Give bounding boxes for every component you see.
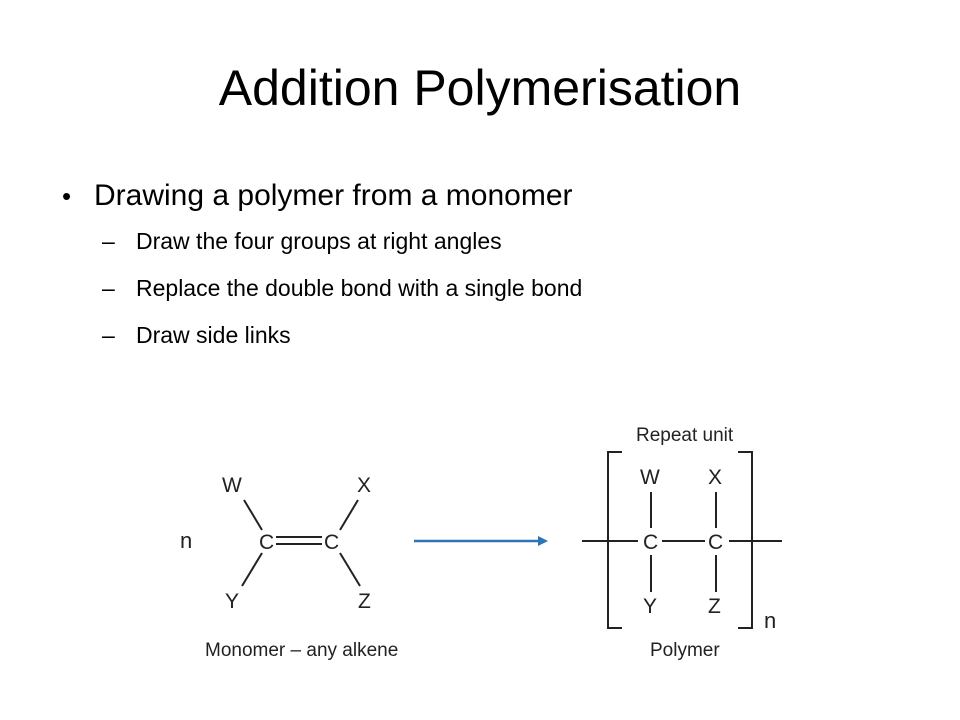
polymer-atom-x: X bbox=[708, 466, 722, 489]
bullet-main: • Drawing a polymer from a monomer bbox=[62, 176, 922, 216]
left-bracket bbox=[607, 451, 622, 629]
bullet-list: • Drawing a polymer from a monomer – Dra… bbox=[62, 176, 922, 367]
monomer-atom-x: X bbox=[357, 474, 371, 497]
sub-bullet-text: Draw the four groups at right angles bbox=[136, 228, 502, 254]
dash-icon: – bbox=[102, 275, 115, 301]
right-bracket bbox=[738, 451, 753, 629]
bond-z-c bbox=[339, 552, 361, 587]
sub-bullet: – Draw side links bbox=[62, 320, 922, 350]
polymer-atom-y: Y bbox=[643, 595, 657, 618]
monomer-caption: Monomer – any alkene bbox=[205, 640, 398, 661]
polymer-atom-c1: C bbox=[643, 531, 658, 554]
polymer-caption: Polymer bbox=[650, 640, 720, 661]
repeat-unit-label: Repeat unit bbox=[636, 425, 734, 446]
dash-icon: – bbox=[102, 228, 115, 254]
sub-bullet-list: – Draw the four groups at right angles –… bbox=[62, 226, 922, 350]
monomer-atom-y: Y bbox=[225, 590, 239, 613]
monomer-atom-c1: C bbox=[259, 531, 274, 554]
monomer-structure bbox=[241, 499, 361, 587]
dash-icon: – bbox=[102, 322, 115, 348]
monomer-atom-c2: C bbox=[324, 531, 339, 554]
monomer-atom-w: W bbox=[222, 474, 242, 497]
polymer-atom-w: W bbox=[640, 466, 660, 489]
monomer-atom-z: Z bbox=[358, 590, 371, 613]
sub-bullet: – Draw the four groups at right angles bbox=[62, 226, 922, 256]
slide-title: Addition Polymerisation bbox=[218, 60, 742, 116]
polymer-atom-z: Z bbox=[708, 595, 721, 618]
bullet-dot-icon: • bbox=[62, 181, 72, 211]
bullet-main-text: Drawing a polymer from a monomer bbox=[94, 179, 573, 212]
sub-bullet-text: Replace the double bond with a single bo… bbox=[136, 275, 583, 301]
monomer-labels: n W X C C Y Z Monomer – any alkene bbox=[180, 474, 398, 661]
polymer-subscript: n bbox=[764, 608, 776, 633]
bond-x-c bbox=[339, 499, 359, 531]
polymer-atom-c2: C bbox=[708, 531, 723, 554]
bond-y-c bbox=[241, 552, 263, 587]
polymer-labels: Repeat unit W X C C Y Z n Polymer bbox=[636, 425, 776, 661]
sub-bullet: – Replace the double bond with a single … bbox=[62, 273, 922, 303]
bond-w-c bbox=[243, 499, 263, 531]
polymer-structure bbox=[582, 451, 782, 629]
monomer-multiplier: n bbox=[180, 528, 192, 553]
sub-bullet-text: Draw side links bbox=[136, 322, 291, 348]
